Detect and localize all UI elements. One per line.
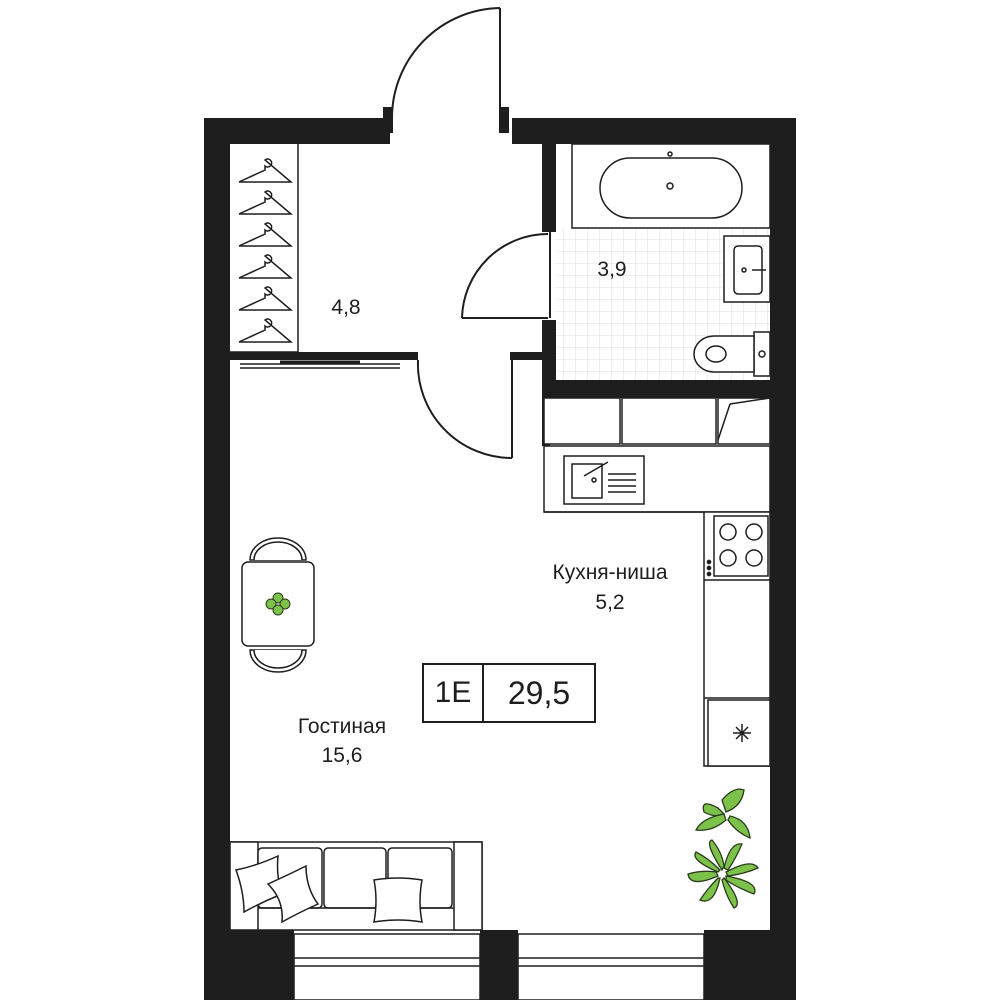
dining-table-icon (241, 537, 315, 673)
apartment-total-area: 29,5 (507, 674, 571, 711)
living-area-label: 15,6 (321, 744, 363, 767)
apartment-badge: 1E 29,5 (422, 663, 596, 723)
plant-icon (265, 592, 291, 616)
hanger-icon (238, 158, 294, 183)
wardrobe-area-label: 4,8 (331, 296, 361, 319)
plant-icon (695, 788, 751, 840)
sliding-rail (240, 360, 400, 369)
hanger-icon (238, 190, 294, 215)
bathroom-door-icon[interactable] (461, 232, 551, 319)
entrance-door-icon[interactable] (383, 7, 509, 133)
fridge-icon (707, 699, 771, 767)
kitchen-sink-icon (563, 455, 645, 505)
walls (204, 118, 796, 1000)
sink-icon (723, 235, 771, 303)
living-name-label: Гостиная (297, 715, 387, 738)
wardrobe-rack (230, 144, 299, 353)
hanger-icon (238, 222, 294, 247)
hanger-icon (238, 254, 294, 279)
bathroom-area-label: 3,9 (597, 258, 627, 281)
hanger-icon (238, 286, 294, 311)
apartment-type-code: 1E (424, 665, 484, 721)
kitchen-name-label: Кухня-ниша (552, 561, 668, 584)
hanger-icon (238, 318, 294, 343)
plant-icon (687, 839, 759, 909)
living-door-icon[interactable] (416, 356, 513, 460)
stove-icon (706, 515, 769, 577)
windows (293, 933, 705, 1000)
toilet-icon (693, 331, 771, 377)
pillow-icon (234, 854, 423, 924)
bathtub-icon (571, 143, 771, 229)
kitchen-area-label: 5,2 (595, 591, 625, 614)
